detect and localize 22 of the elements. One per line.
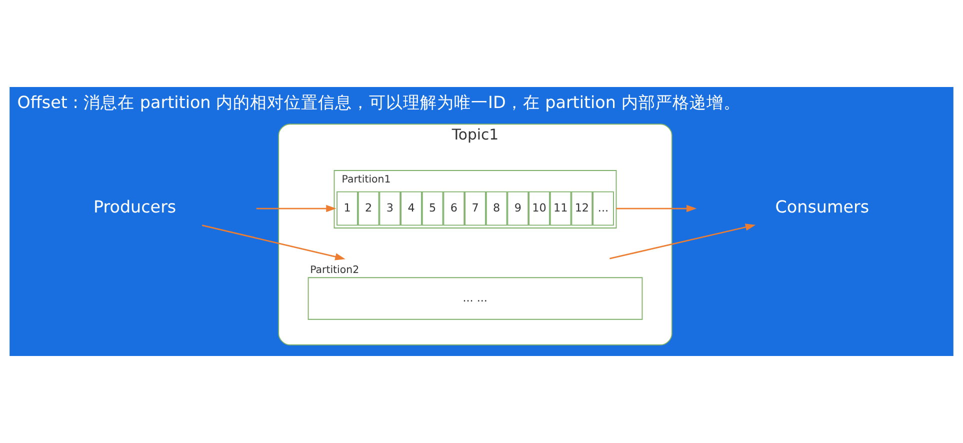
arrow [202, 224, 346, 260]
node-box: 1 [336, 191, 358, 226]
node-box: 6 [443, 191, 465, 226]
node-text: Consumers [775, 198, 870, 217]
diagram-title: Offset : 消息在 partition 内的相对位置信息，可以理解为唯一ID，在 partition 内部严格递增。 [17, 92, 740, 112]
node-box: 3 [379, 191, 401, 226]
node-box: ... [592, 191, 614, 226]
node-box: 11 [550, 191, 572, 226]
node-box: 10 [528, 191, 550, 226]
node-box: 4 [400, 191, 422, 226]
node-box: 7 [464, 191, 486, 226]
node-text: Producers [93, 198, 176, 217]
arrow [616, 204, 697, 212]
node-box: 9 [507, 191, 529, 226]
node-box: ... ... [308, 277, 643, 320]
node-box: 5 [422, 191, 444, 226]
arrow [256, 204, 336, 212]
node-box: 2 [358, 191, 380, 226]
node-box: 8 [486, 191, 508, 226]
node-box: 12 [571, 191, 593, 226]
arrow [610, 224, 756, 260]
node-label: Partition2 [310, 264, 360, 276]
